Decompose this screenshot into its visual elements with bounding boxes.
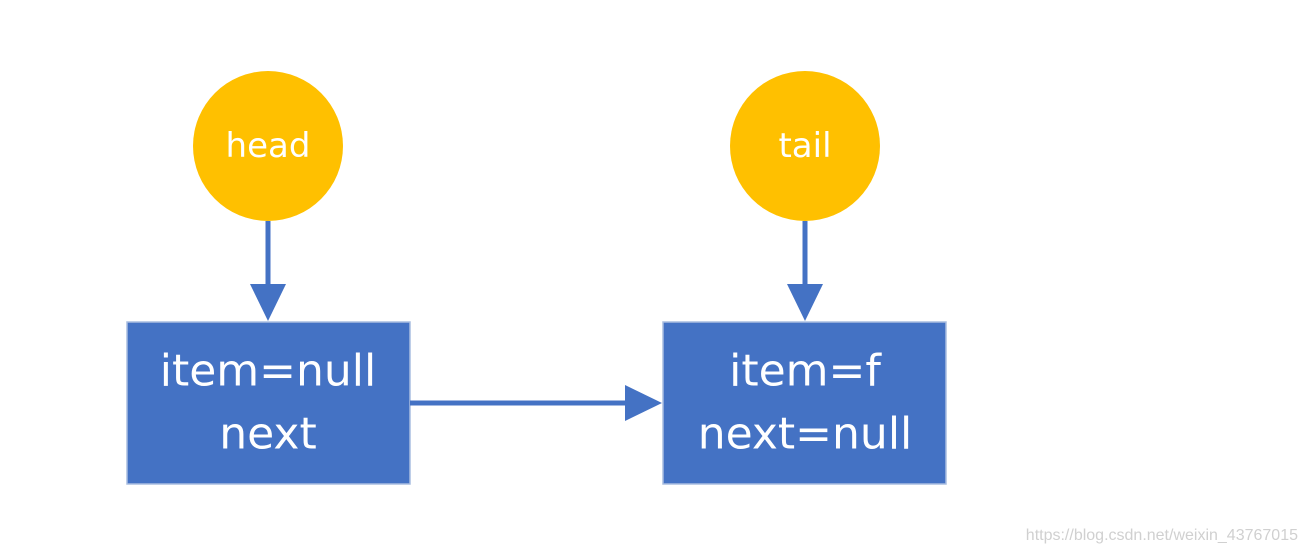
node1-to-node2-arrow bbox=[410, 385, 662, 421]
tail-arrow-head bbox=[787, 284, 823, 321]
head-pointer-label: head bbox=[226, 126, 311, 166]
node-2-box bbox=[662, 321, 947, 485]
tail-to-node2-arrow bbox=[787, 221, 823, 321]
head-to-node1-arrow bbox=[250, 221, 286, 321]
next-arrow-head bbox=[625, 385, 662, 421]
node-2: item=f next=null bbox=[662, 321, 947, 485]
node-2-item-label: item=f bbox=[729, 346, 882, 397]
head-arrow-head bbox=[250, 284, 286, 321]
tail-pointer: tail bbox=[730, 71, 880, 221]
node-1-box bbox=[126, 321, 411, 485]
node-2-next-label: next=null bbox=[698, 409, 913, 460]
tail-pointer-circle bbox=[730, 71, 880, 221]
node-1-item-label: item=null bbox=[160, 346, 377, 397]
node-1-next-label: next bbox=[219, 409, 316, 460]
watermark-text: https://blog.csdn.net/weixin_43767015 bbox=[1025, 527, 1298, 544]
head-pointer-circle bbox=[193, 71, 343, 221]
head-pointer: head bbox=[193, 71, 343, 221]
node-1: item=null next bbox=[126, 321, 411, 485]
tail-pointer-label: tail bbox=[778, 126, 831, 166]
